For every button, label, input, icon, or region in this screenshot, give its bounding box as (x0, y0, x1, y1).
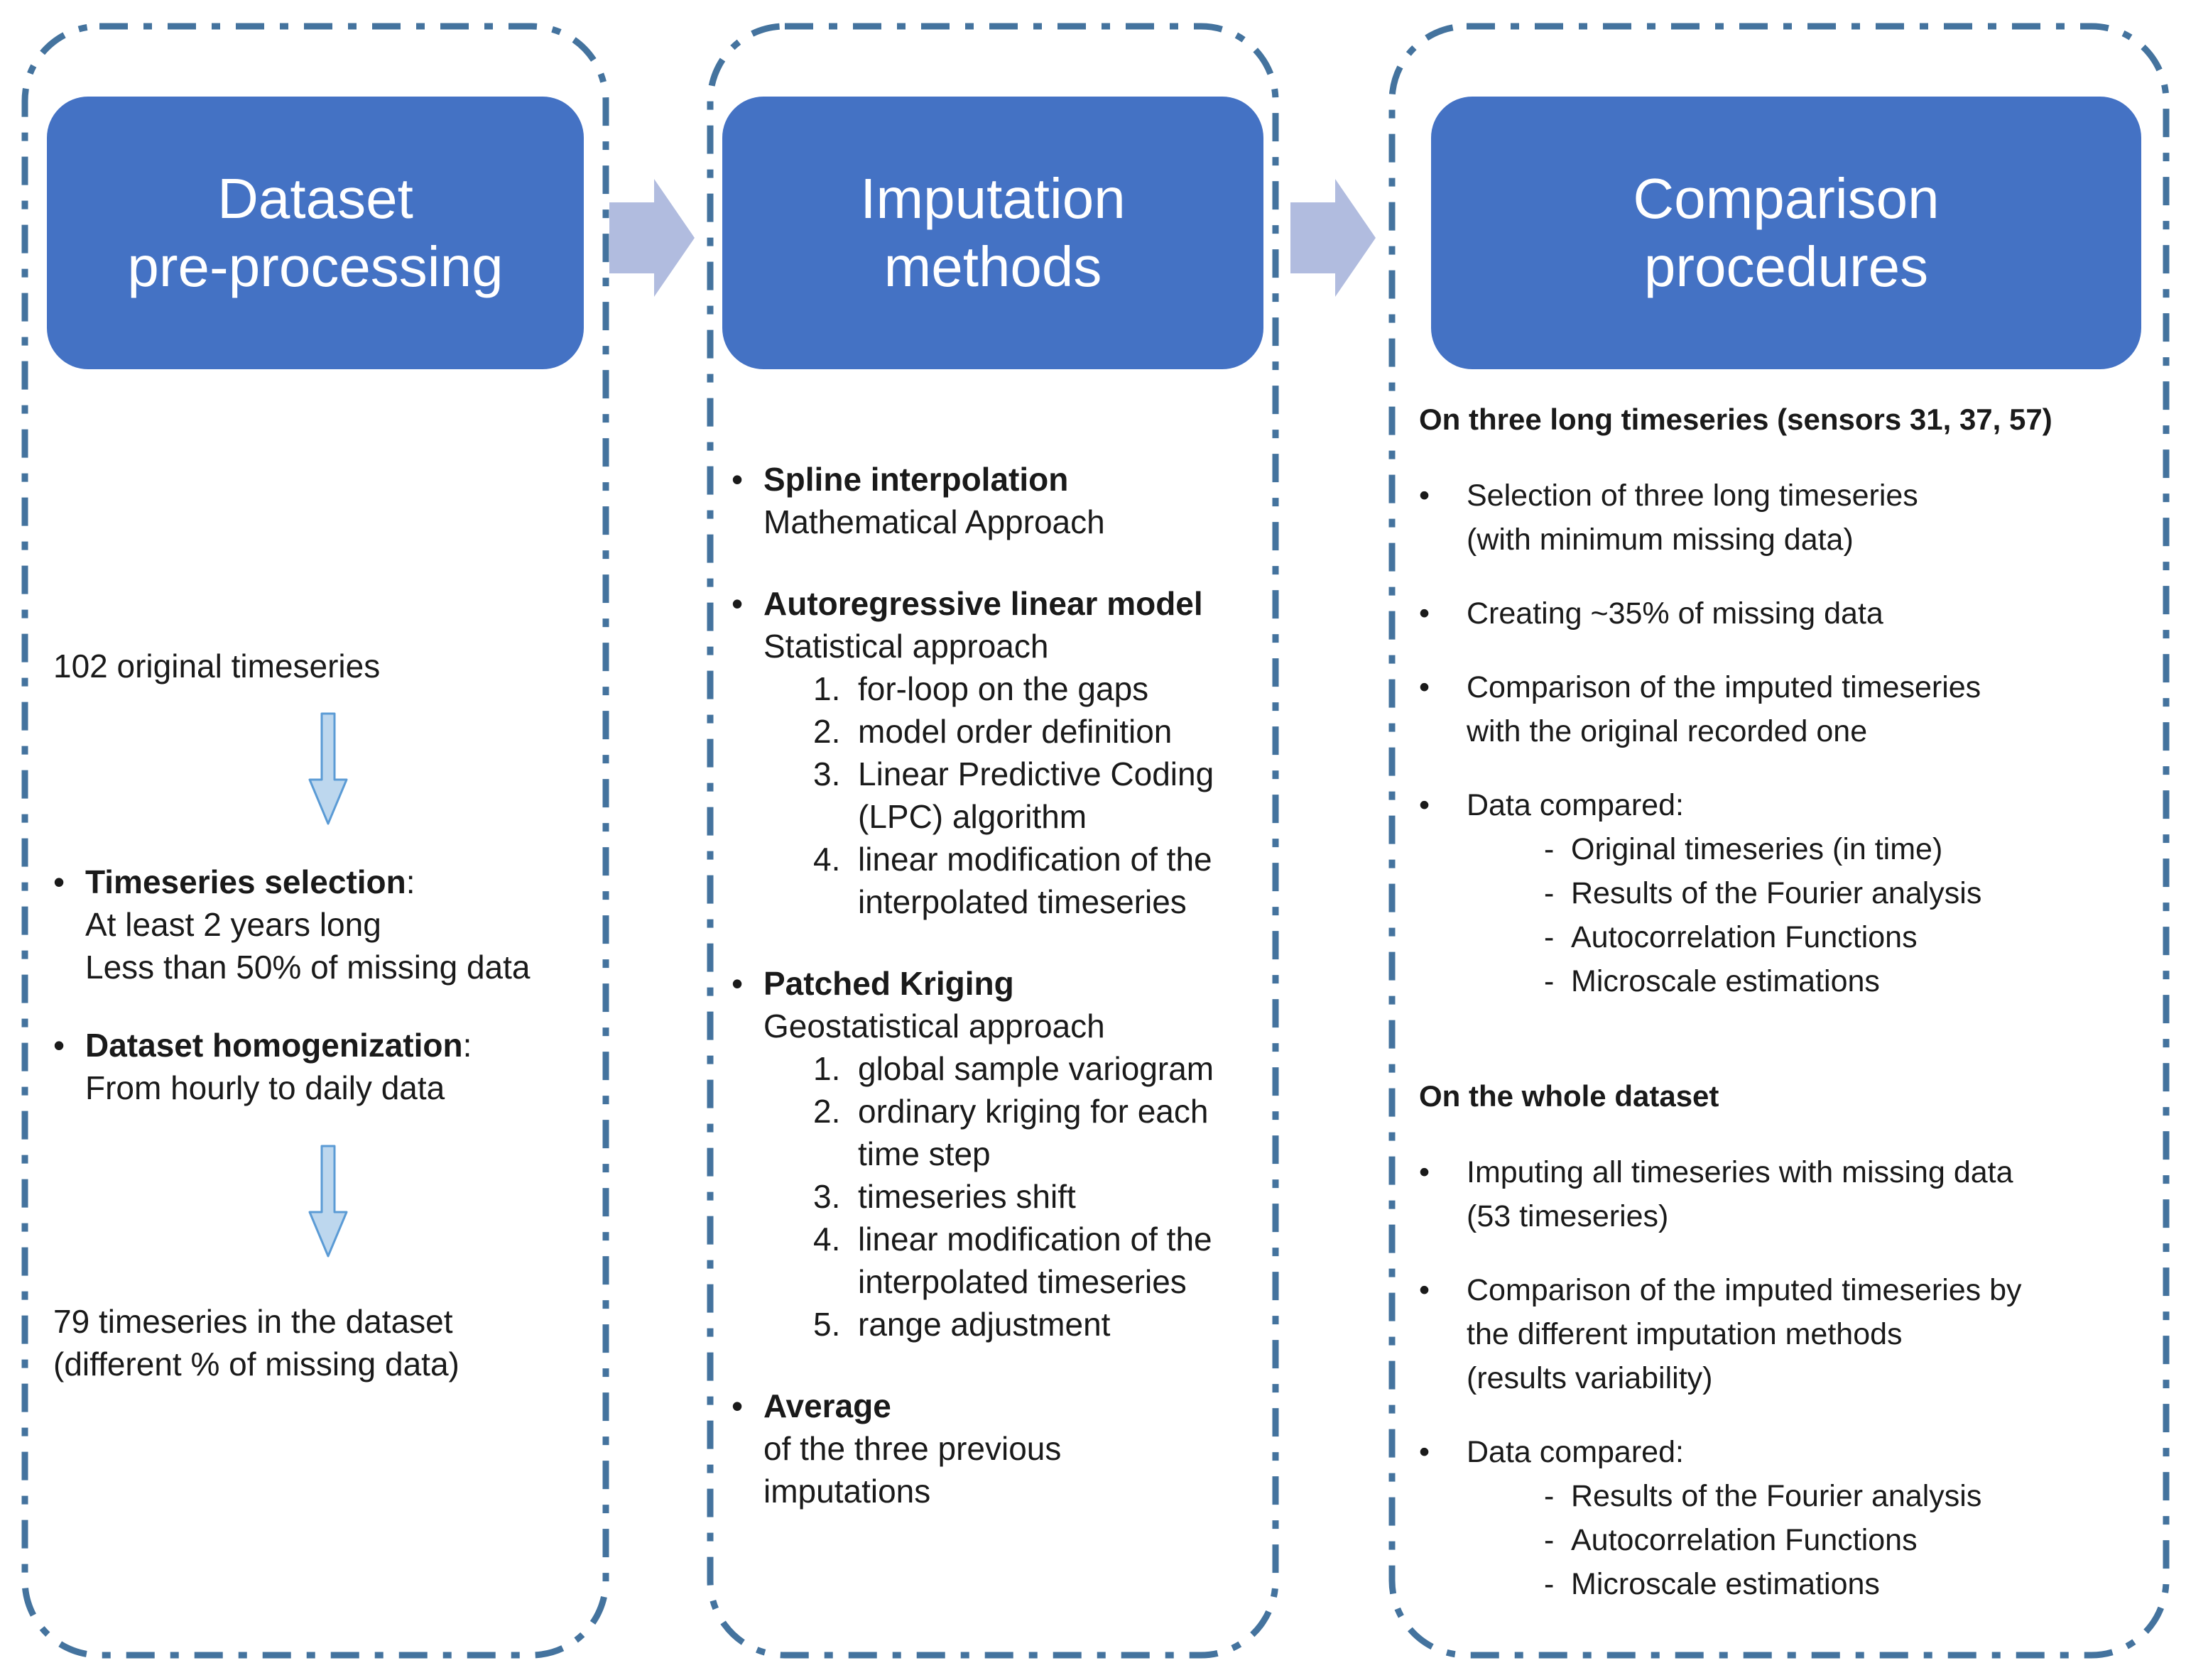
right-arrow-shape (609, 179, 695, 297)
column-body: 102 original timeseries Timeseries selec… (21, 645, 609, 1385)
dashed-border-rect (1388, 23, 2170, 1659)
dashed-border (1388, 23, 2170, 1659)
right-arrow-icon (1290, 179, 1376, 297)
method-steps: global sample variogram ordinary kriging… (763, 1047, 1272, 1346)
list-item-title: Dataset homogenization (85, 1027, 463, 1064)
dashed-border (707, 23, 1279, 1659)
method-spline: Spline interpolation Mathematical Approa… (732, 458, 1272, 543)
down-arrow-icon (308, 712, 347, 825)
method-autoregressive: Autoregressive linear model Statistical … (732, 582, 1272, 923)
method-name: Spline interpolation (763, 461, 1069, 498)
intro-text: 102 original timeseries (53, 648, 381, 684)
list-item-suffix: : (406, 863, 415, 900)
right-arrow-shape (1290, 179, 1376, 297)
down-arrow-icon (308, 1145, 347, 1258)
dashed-border (21, 23, 609, 1659)
down-arrow-wrap (53, 712, 602, 836)
method-name: Patched Kriging (763, 965, 1014, 1002)
method-steps: for-loop on the gaps model order definit… (763, 667, 1272, 923)
list-item-detail: From hourly to daily data (85, 1069, 445, 1106)
method-desc: Geostatistical approach (763, 1008, 1105, 1044)
dashed-border-rect (21, 23, 609, 1659)
method-desc: Mathematical Approach (763, 503, 1105, 540)
step-item: for-loop on the gaps (813, 667, 1149, 710)
section-heading-long-timeseries: On three long timeseries (sensors 31, 37… (1419, 403, 2052, 436)
down-arrow-shape (308, 712, 347, 825)
sub-item: Autocorrelation Functions (1467, 1518, 2165, 1562)
right-arrow-icon (609, 179, 695, 297)
method-desc: Statistical approach (763, 628, 1049, 665)
sub-item: Autocorrelation Functions (1467, 915, 2165, 959)
sub-item: Microscale estimations (1467, 959, 2165, 1003)
bullet-item: Data compared: Original timeseries (in t… (1419, 783, 2165, 1003)
list-item: Dataset homogenization: From hourly to d… (53, 1024, 602, 1109)
sub-list: Original timeseries (in time) Results of… (1467, 827, 2165, 1003)
list-item-suffix: : (462, 1027, 472, 1064)
method-name: Autoregressive linear model (763, 585, 1203, 622)
bullet-item: Comparison of the imputed timeserieswith… (1419, 665, 2165, 753)
step-item: timeseries shift (813, 1175, 1076, 1218)
dashed-border-rect (707, 23, 1279, 1659)
bullet-item: Comparison of the imputed timeseries byt… (1419, 1268, 2165, 1400)
bullet-item: Creating ~35% of missing data (1419, 591, 2165, 636)
sub-item: Results of the Fourier analysis (1467, 871, 2165, 915)
sub-list: Results of the Fourier analysis Autocorr… (1467, 1474, 2165, 1606)
bullet-text: Data compared: (1467, 1435, 1684, 1469)
section-heading-whole-dataset: On the whole dataset (1419, 1079, 1719, 1113)
list-item: Timeseries selection: At least 2 years l… (53, 861, 602, 988)
section-bullet-list: Selection of three long timeseries(with … (1419, 474, 2165, 1003)
step-item: Linear Predictive Coding(LPC) algorithm (813, 753, 1214, 835)
section-bullet-list: Imputing all timeseries with missing dat… (1419, 1150, 2165, 1606)
list-item-title: Timeseries selection (85, 863, 406, 900)
sub-item: Original timeseries (in time) (1467, 827, 2165, 871)
method-kriging: Patched Kriging Geostatistical approach … (732, 962, 1272, 1346)
bullet-item: Data compared: Results of the Fourier an… (1419, 1430, 2165, 1606)
bullet-item: Selection of three long timeseries(with … (1419, 474, 2165, 562)
sub-item: Microscale estimations (1467, 1562, 2165, 1606)
preprocessing-steps-list: Timeseries selection: At least 2 years l… (53, 861, 602, 1109)
bullet-text: Data compared: (1467, 788, 1684, 822)
bullet-item: Imputing all timeseries with missing dat… (1419, 1150, 2165, 1238)
step-item: global sample variogram (813, 1047, 1214, 1090)
step-item: range adjustment (813, 1303, 1111, 1346)
column-body: On three long timeseries (sensors 31, 37… (1388, 398, 2170, 1606)
sub-item: Results of the Fourier analysis (1467, 1474, 2165, 1518)
down-arrow-shape (308, 1145, 347, 1258)
down-arrow-wrap (53, 1145, 602, 1268)
column-body: Spline interpolation Mathematical Approa… (707, 458, 1279, 1512)
step-item: model order definition (813, 710, 1173, 753)
method-name: Average (763, 1387, 891, 1424)
outro-text: 79 timeseries in the dataset(different %… (53, 1303, 460, 1382)
